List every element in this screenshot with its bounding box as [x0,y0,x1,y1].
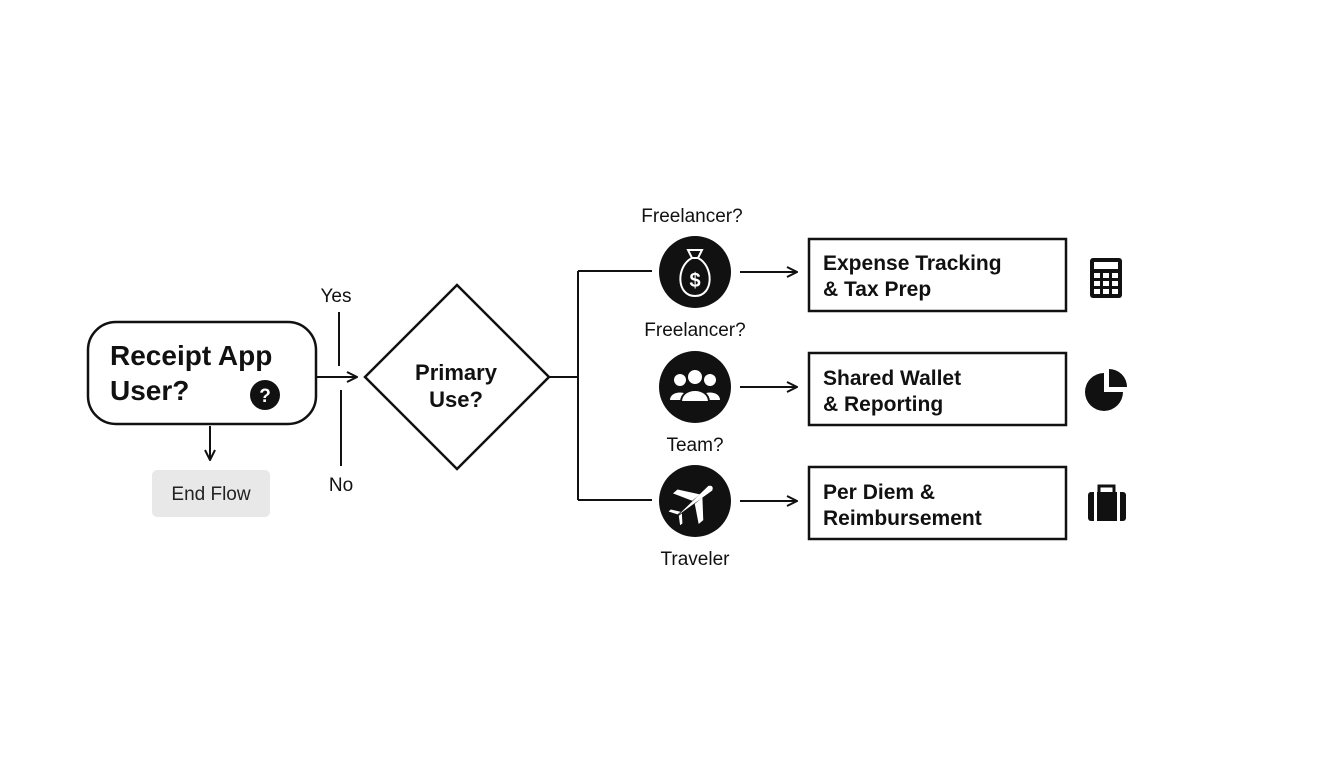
path-3-label: Traveler [661,549,731,570]
outcome-box-3: Per Diem & Reimbursement [807,465,1068,541]
team-icon [659,351,731,423]
money-bag-icon: $ [659,236,731,308]
outcome-box-2: Shared Wallet & Reporting [807,351,1068,427]
briefcase-icon [1088,484,1126,521]
no-label: No [329,475,353,496]
end-flow-button[interactable]: End Flow [152,470,270,517]
outcome-box-1: Expense Tracking & Tax Prep [807,237,1068,313]
end-flow-label: End Flow [171,484,250,505]
path-1-label: Freelancer? [641,206,742,227]
pie-chart-icon [1085,369,1127,411]
question-icon: ? [250,380,280,410]
outcome-3-line2: Reimbursement [823,507,982,530]
decision-node: Primary Use? [363,283,551,471]
decision-text-line1: Primary [415,360,498,385]
question-badge: ? [259,386,271,407]
path-2-label-above: Freelancer? [644,320,745,341]
decision-text-line2: Use? [429,387,483,412]
outcome-3-line1: Per Diem & [823,481,935,504]
outcome-1-line1: Expense Tracking [823,252,1002,275]
outcome-1-line2: & Tax Prep [823,278,931,301]
path-2-label-below: Team? [666,435,723,456]
svg-text:$: $ [689,270,700,292]
outcome-2-line1: Shared Wallet [823,367,961,390]
start-node: Receipt App User? ? [86,320,318,426]
yes-label: Yes [321,286,352,307]
airplane-icon [659,465,731,537]
start-title-line1: Receipt App [110,340,272,371]
outcome-2-line2: & Reporting [823,393,943,416]
calculator-icon [1090,258,1122,298]
start-title-line2: User? [110,375,189,406]
